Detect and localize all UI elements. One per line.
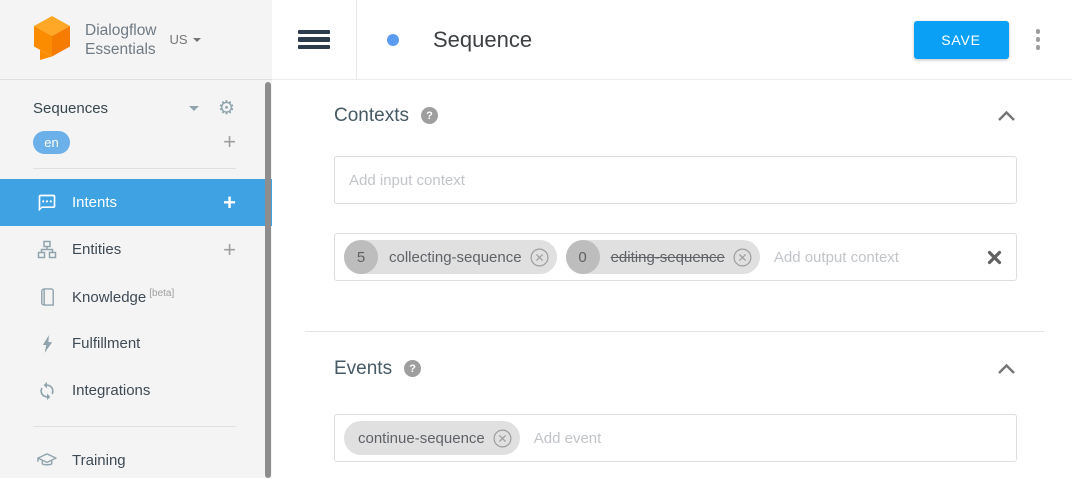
input-context-field[interactable] xyxy=(334,156,1017,204)
context-lifespan[interactable]: 0 xyxy=(565,240,600,274)
page-title: Sequence xyxy=(433,26,533,52)
sidebar-nav: Intents + Entities + Kno xyxy=(0,179,272,484)
context-name: editing-sequence xyxy=(610,248,725,266)
remove-chip-icon[interactable] xyxy=(530,248,549,267)
sidebar-item-label: Integrations xyxy=(72,382,151,399)
gear-icon[interactable]: ⚙ xyxy=(217,96,235,119)
event-chip[interactable]: continue-sequence xyxy=(344,421,520,455)
main-panel: Sequence SAVE Contexts ? 5 collecting-se… xyxy=(272,0,1072,478)
output-context-placeholder[interactable]: Add output context xyxy=(773,248,899,266)
chevron-down-icon xyxy=(188,105,199,111)
divider xyxy=(33,168,236,169)
chevron-up-icon[interactable] xyxy=(996,362,1017,375)
hamburger-bar xyxy=(298,29,330,35)
main-header: Sequence SAVE xyxy=(272,0,1072,80)
intent-editor: Contexts ? 5 collecting-sequence 0 xyxy=(272,80,1072,462)
title-area: Sequence xyxy=(387,27,914,53)
region-selector[interactable]: US xyxy=(170,32,201,47)
events-field[interactable]: continue-sequence Add event xyxy=(334,414,1017,462)
sidebar-item-label: Knowledge[beta] xyxy=(72,287,175,306)
add-entity-button[interactable]: + xyxy=(223,236,236,262)
section-title: Contexts xyxy=(334,104,409,126)
output-context-field[interactable]: 5 collecting-sequence 0 editing-sequence… xyxy=(334,233,1017,281)
sidebar-item-label: Fulfillment xyxy=(72,335,141,352)
sidebar-item-label: Entities xyxy=(72,241,122,258)
event-placeholder[interactable]: Add event xyxy=(533,429,602,447)
sidebar-item-fulfillment[interactable]: Fulfillment xyxy=(0,320,272,367)
dialogflow-logo xyxy=(31,14,73,65)
sidebar-item-intents[interactable]: Intents + xyxy=(0,179,272,226)
divider xyxy=(33,426,236,427)
sidebar-header: Dialogflow Essentials US xyxy=(0,0,272,80)
agent-name: Sequences xyxy=(33,99,109,117)
help-icon[interactable]: ? xyxy=(404,360,422,377)
brand-name: Dialogflow Essentials xyxy=(85,21,157,58)
section-divider xyxy=(305,331,1044,332)
sidebar-item-label: Training xyxy=(72,452,126,469)
chat-bubble-icon xyxy=(36,193,58,213)
chevron-up-icon[interactable] xyxy=(996,109,1017,122)
save-button[interactable]: SAVE xyxy=(913,20,1009,59)
sidebar-item-knowledge[interactable]: Knowledge[beta] xyxy=(0,273,272,320)
output-context-chip[interactable]: 5 collecting-sequence xyxy=(344,240,557,274)
clear-contexts-icon[interactable] xyxy=(987,250,1002,265)
contexts-section-header: Contexts ? xyxy=(334,103,1017,128)
chevron-down-icon xyxy=(192,37,201,42)
hamburger-menu[interactable] xyxy=(272,0,357,80)
book-icon xyxy=(36,287,58,307)
language-badge[interactable]: en xyxy=(33,130,70,154)
section-title: Events xyxy=(334,357,393,379)
add-intent-button[interactable]: + xyxy=(223,189,236,215)
sync-icon xyxy=(36,381,58,401)
events-section-header: Events ? xyxy=(334,356,1017,381)
context-name: collecting-sequence xyxy=(389,248,522,266)
sidebar-scrollbar[interactable] xyxy=(265,82,271,478)
sitemap-icon xyxy=(36,240,58,260)
hamburger-bar xyxy=(298,44,330,50)
sidebar-item-training[interactable]: Training xyxy=(0,437,272,484)
sidebar-item-label: Intents xyxy=(72,194,118,211)
more-options-button[interactable] xyxy=(1035,29,1040,50)
graduation-cap-icon xyxy=(36,451,58,470)
beta-badge: [beta] xyxy=(149,287,175,299)
sidebar-item-entities[interactable]: Entities + xyxy=(0,226,272,273)
context-lifespan[interactable]: 5 xyxy=(344,240,378,274)
event-name: continue-sequence xyxy=(358,429,485,447)
output-context-chip[interactable]: 0 editing-sequence xyxy=(565,240,760,274)
intent-status-dot xyxy=(387,33,399,46)
sidebar: Dialogflow Essentials US Sequences ⚙ en … xyxy=(0,0,272,478)
hamburger-bar xyxy=(298,37,330,42)
help-icon[interactable]: ? xyxy=(420,107,438,124)
bolt-icon xyxy=(36,334,58,354)
language-row: en + xyxy=(0,130,272,154)
sidebar-item-integrations[interactable]: Integrations xyxy=(0,367,272,414)
agent-selector[interactable]: Sequences ⚙ xyxy=(0,97,272,119)
add-language-button[interactable]: + xyxy=(223,129,236,154)
remove-chip-icon[interactable] xyxy=(733,248,752,267)
remove-chip-icon[interactable] xyxy=(493,429,512,448)
